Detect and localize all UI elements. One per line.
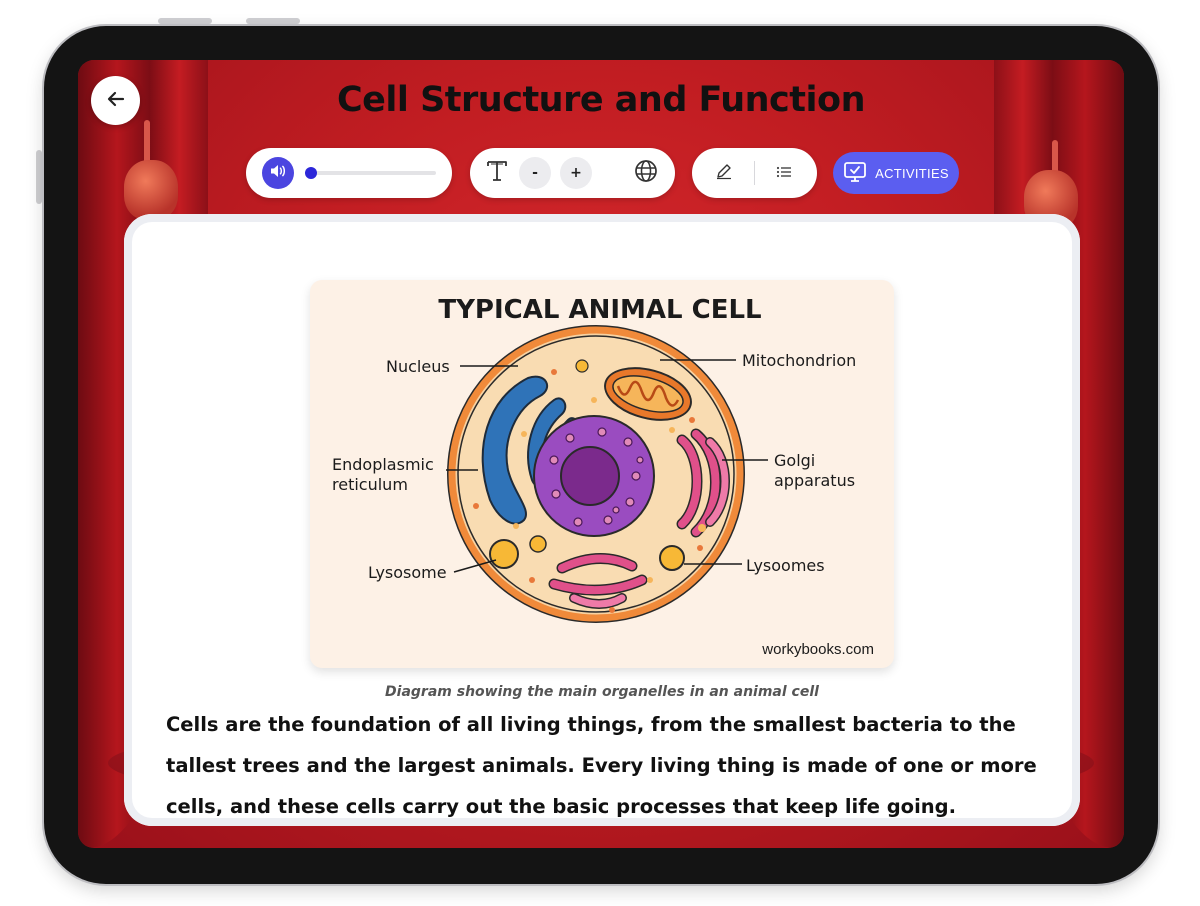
language-button[interactable]	[633, 160, 659, 186]
table-of-contents-button[interactable]	[774, 163, 794, 183]
lysosome-left-shape	[489, 539, 519, 569]
list-icon	[776, 164, 792, 183]
play-audio-button[interactable]	[262, 157, 294, 189]
pencil-icon	[715, 162, 733, 184]
label-er-line2: reticulum	[332, 475, 408, 494]
arrow-left-icon	[105, 88, 127, 114]
audio-player	[246, 148, 452, 198]
font-style-button[interactable]	[484, 160, 512, 186]
back-button[interactable]	[91, 76, 140, 125]
leader-lines	[446, 359, 768, 573]
vesicle	[575, 359, 589, 373]
label-golgi-line2: apparatus	[774, 471, 855, 490]
lesson-paragraph: Cells are the foundation of all living t…	[166, 713, 1037, 818]
audio-progress-thumb[interactable]	[304, 167, 317, 179]
cytoplasm-particles	[473, 369, 703, 613]
mitochondrion-shape	[604, 367, 692, 421]
decrease-text-button[interactable]: -	[519, 157, 551, 189]
page-title: Cell Structure and Function	[336, 80, 866, 120]
globe-icon	[634, 159, 658, 187]
increase-text-button[interactable]: +	[560, 157, 592, 189]
lysosome-right-shape	[659, 545, 685, 571]
golgi-apparatus-shape	[676, 428, 730, 538]
label-lysosome-left: Lysosome	[368, 563, 447, 582]
label-mitochondrion: Mitochondrion	[742, 351, 856, 370]
text-size-icon	[485, 159, 511, 187]
label-lysosome-right: Lysoomes	[746, 556, 825, 575]
label-er-line1: Endoplasmic	[332, 455, 434, 474]
diagram-credit: workybooks.com	[761, 641, 874, 658]
activities-label: ACTIVITIES	[875, 165, 949, 181]
device-power-button	[246, 18, 300, 24]
content-card: TYPICAL ANIMAL CELL	[124, 214, 1080, 826]
device-volume-button	[158, 18, 212, 24]
activities-button[interactable]: ACTIVITIES	[833, 152, 959, 194]
cell-membrane	[448, 326, 744, 622]
cell-diagram: TYPICAL ANIMAL CELL	[310, 280, 894, 668]
cell-diagram-illustration: TYPICAL ANIMAL CELL	[332, 295, 874, 658]
label-nucleus: Nucleus	[386, 357, 450, 376]
tassel-left	[124, 160, 178, 220]
monitor-check-icon	[843, 161, 867, 186]
tools-divider	[754, 161, 755, 185]
label-golgi-line1: Golgi	[774, 451, 815, 470]
cytoplasm-particles-light	[513, 397, 706, 583]
vesicle	[529, 535, 547, 553]
text-tools: - +	[470, 148, 675, 198]
audio-progress-track[interactable]	[304, 167, 436, 179]
speaker-icon	[269, 163, 287, 183]
reading-tools	[692, 148, 817, 198]
nuclear-pores	[549, 427, 644, 527]
nucleolus	[560, 446, 620, 506]
bottom-er-stack	[548, 552, 648, 609]
diagram-caption: Diagram showing the main organelles in a…	[385, 684, 819, 700]
tassel-cord-left	[144, 120, 150, 190]
highlight-button[interactable]	[714, 163, 734, 183]
diagram-title: TYPICAL ANIMAL CELL	[438, 295, 761, 325]
device-side-button	[36, 150, 42, 204]
